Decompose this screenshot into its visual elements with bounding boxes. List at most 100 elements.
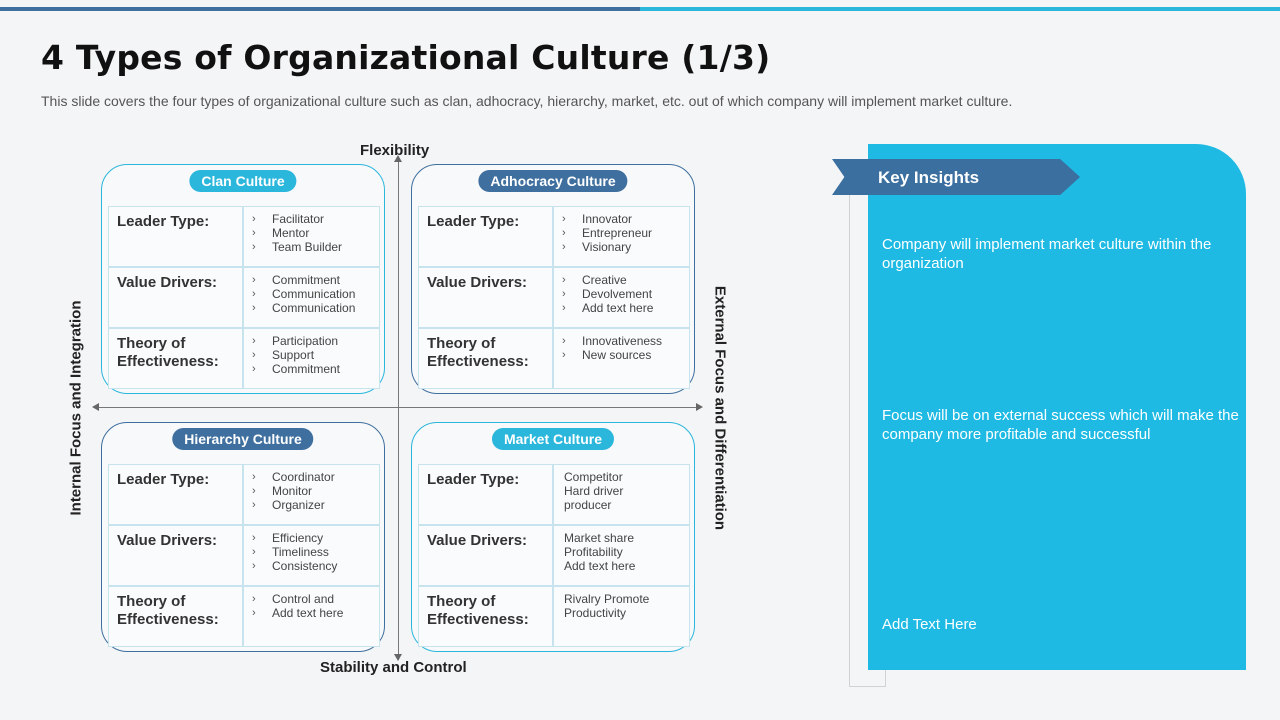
row-values: ›Innovator›Entrepreneur›Visionary	[553, 206, 690, 267]
adhocracy-culture-card: Adhocracy Culture Leader Type:›Innovator…	[411, 164, 695, 394]
list-item-text: Control and	[272, 592, 335, 606]
list-item-text: Communication	[272, 301, 356, 315]
key-insights-banner: Key Insights	[832, 159, 1080, 195]
list-item-text: Profitability	[564, 545, 623, 559]
list-item: › Communication	[252, 301, 371, 315]
key-insights-panel	[868, 144, 1246, 670]
chevron-right-icon: ›	[252, 363, 256, 375]
list-item-text: Add text here	[564, 559, 636, 573]
horizontal-axis-line	[98, 407, 696, 408]
list-item-text: Timeliness	[272, 545, 329, 559]
chevron-right-icon: ›	[562, 302, 566, 314]
arrow-up-icon	[394, 155, 402, 162]
chevron-right-icon: ›	[252, 546, 256, 558]
list-item-text: producer	[564, 498, 612, 512]
chevron-right-icon: ›	[562, 335, 566, 347]
list-item: ›Creative	[562, 273, 681, 287]
list-item: Competitor	[562, 470, 681, 484]
list-item: Add text here	[562, 559, 681, 573]
axis-label-bottom: Stability and Control	[320, 659, 467, 676]
chevron-right-icon: ›	[252, 607, 256, 619]
chevron-right-icon: ›	[252, 241, 256, 253]
row-label: Leader Type:	[108, 464, 243, 525]
list-item-text: Mentor	[272, 226, 310, 240]
chevron-right-icon: ›	[252, 349, 256, 361]
hierarchy-culture-table: Leader Type: › Coordinator › Monitor › Organiz…	[108, 464, 380, 647]
chevron-right-icon: ›	[562, 241, 566, 253]
list-item: › Efficiency	[252, 531, 371, 545]
row-label: Value Drivers:	[418, 525, 553, 586]
list-item: Productivity	[562, 606, 681, 620]
list-item-text: Organizer	[272, 498, 325, 512]
chevron-right-icon: ›	[562, 288, 566, 300]
chevron-right-icon: ›	[562, 349, 566, 361]
chevron-right-icon: ›	[252, 302, 256, 314]
list-item-text: Rivalry Promote	[564, 592, 650, 606]
list-item: Market share	[562, 531, 681, 545]
list-item-text: Entrepreneur	[582, 226, 653, 240]
list-item: Profitability	[562, 545, 681, 559]
page-subtitle: This slide covers the four types of orga…	[41, 93, 1013, 109]
list-item: › Mentor	[252, 226, 371, 240]
list-item: ›Commitment	[252, 273, 371, 287]
insight-item: Company will implement market culture wi…	[882, 236, 1212, 272]
list-item: › New sources	[562, 348, 681, 362]
page-title: 4 Types of Organizational Culture (1/3)	[41, 38, 771, 77]
list-item-text: Coordinator	[272, 470, 335, 484]
market-culture-title: Market Culture	[491, 428, 615, 450]
chevron-right-icon: ›	[252, 485, 256, 497]
list-item: ›Add text here	[562, 301, 681, 315]
chevron-right-icon: ›	[562, 227, 566, 239]
chevron-right-icon: ›	[562, 213, 566, 225]
list-item: ›Participation	[252, 334, 371, 348]
row-label: Leader Type:	[418, 464, 553, 525]
hierarchy-culture-card: Hierarchy Culture Leader Type:›Coordinat…	[101, 422, 385, 652]
chevron-right-icon: ›	[252, 499, 256, 511]
list-item-text: New sources	[582, 348, 652, 362]
chevron-right-icon: ›	[252, 227, 256, 239]
list-item: ›Devolvement	[562, 287, 681, 301]
list-item: › Innovator	[562, 212, 681, 226]
row-values: ›Facilitator›Mentor›Team Builder	[243, 206, 380, 267]
list-item: producer	[562, 498, 681, 512]
row-values: › Innovativeness › New sources	[553, 328, 690, 389]
chevron-right-icon: ›	[252, 560, 256, 572]
list-item: › Control and	[252, 592, 371, 606]
row-values: ›Participation›Support›Commitment	[243, 328, 380, 389]
clan-culture-card: Clan Culture Leader Type:›Facilitator›Me…	[101, 164, 385, 394]
list-item-text: Commitment	[272, 362, 341, 376]
row-values: ›Commitment›Communication›Communication	[243, 267, 380, 328]
row-label: Value Drivers:	[418, 267, 553, 328]
row-values: ›Control and›Add text here	[243, 586, 380, 647]
list-item-text: Productivity	[564, 606, 627, 620]
list-item-text: Consistency	[272, 559, 338, 573]
list-item-text: Innovativeness	[582, 334, 663, 348]
list-item-text: Monitor	[272, 484, 313, 498]
list-item: › Timeliness	[252, 545, 371, 559]
list-item: ›Team Builder	[252, 240, 371, 254]
arrow-down-icon	[394, 654, 402, 661]
chevron-right-icon: ›	[562, 274, 566, 286]
list-item-text: Innovator	[582, 212, 633, 226]
arrow-left-icon	[92, 403, 99, 411]
insight-item: Focus will be on external success which …	[882, 407, 1239, 443]
row-values: › Coordinator › Monitor › Organizer	[243, 464, 380, 525]
list-item: Rivalry Promote	[562, 592, 681, 606]
chevron-right-icon: ›	[252, 335, 256, 347]
axis-label-right: External Focus and Differentiation	[711, 285, 729, 531]
list-item-text: Support	[272, 348, 315, 362]
chevron-right-icon: ›	[252, 532, 256, 544]
chevron-right-icon: ›	[252, 274, 256, 286]
list-item-text: Efficiency	[272, 531, 324, 545]
chevron-right-icon: ›	[252, 471, 256, 483]
list-item: ›Communication	[252, 287, 371, 301]
chevron-right-icon: ›	[252, 593, 256, 605]
row-label: Theory of Effectiveness:	[418, 586, 553, 647]
row-label: Value Drivers:	[108, 267, 243, 328]
row-label: Leader Type:	[418, 206, 553, 267]
